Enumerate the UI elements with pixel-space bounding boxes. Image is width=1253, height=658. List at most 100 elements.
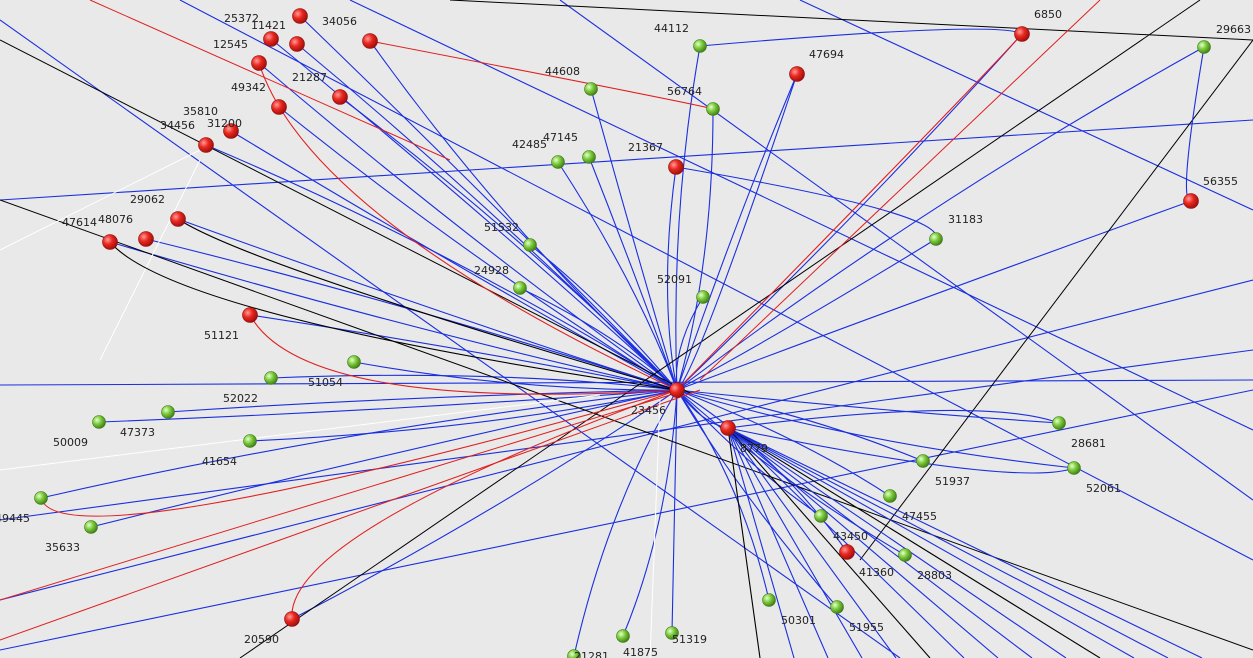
graph-node-49342[interactable]	[271, 99, 287, 115]
graph-node-35633[interactable]	[84, 520, 98, 534]
graph-node-21367[interactable]	[668, 159, 684, 175]
graph-node-42485[interactable]	[551, 155, 565, 169]
edge-23456-52022	[270, 374, 678, 391]
edge-23456-52091	[675, 296, 704, 391]
graph-node-52091[interactable]	[696, 290, 710, 304]
graph-node-51955[interactable]	[830, 600, 844, 614]
edge-8779-fan	[727, 427, 1067, 658]
graph-node-47694[interactable]	[789, 66, 805, 82]
graph-node-41654[interactable]	[243, 434, 257, 448]
node-label-51121: 51121	[204, 329, 239, 342]
graph-node-25372[interactable]	[292, 8, 308, 24]
graph-node-51319[interactable]	[665, 626, 679, 640]
node-label-25372: 25372	[224, 12, 259, 25]
background-edge	[89, 0, 451, 161]
background-edge	[0, 394, 601, 471]
graph-node-8779[interactable]	[720, 420, 736, 436]
edge-23456-6850	[676, 33, 1023, 391]
node-label-8779: 8779	[740, 442, 768, 455]
node-label-51532: 51532	[484, 221, 519, 234]
graph-node-31200[interactable]	[223, 123, 239, 139]
edge-23456-47694	[676, 73, 798, 391]
graph-node-28803[interactable]	[898, 548, 912, 562]
edge-8779-fan	[727, 427, 761, 658]
node-label-49342: 49342	[231, 81, 266, 94]
edge-23456-42485	[557, 161, 678, 391]
graph-node-20590[interactable]	[284, 611, 300, 627]
graph-node-23456[interactable]	[669, 382, 685, 398]
background-edge	[349, 0, 1253, 431]
graph-node-41875[interactable]	[616, 629, 630, 643]
graph-node-24928[interactable]	[513, 281, 527, 295]
graph-node-29062[interactable]	[170, 211, 186, 227]
edge-23456-31200	[230, 130, 678, 391]
edge-23456-31183	[676, 238, 937, 391]
edge-21367-31183	[675, 166, 937, 240]
graph-node-31183[interactable]	[929, 232, 943, 246]
graph-node-51121[interactable]	[242, 307, 258, 323]
edge-8779-fan	[727, 427, 1135, 658]
graph-node-49445[interactable]	[34, 491, 48, 505]
graph-node-47373[interactable]	[161, 405, 175, 419]
graph-node-11421[interactable]	[263, 31, 279, 47]
graph-node-41360[interactable]	[814, 509, 828, 523]
graph-node-34456[interactable]	[198, 137, 214, 153]
graph-node-51532[interactable]	[523, 238, 537, 252]
edge-23456-49342	[278, 106, 678, 391]
graph-node-44112[interactable]	[693, 39, 707, 53]
edge-23456-6850	[676, 33, 1023, 391]
node-label-12545: 12545	[213, 38, 248, 51]
node-label-43450: 43450	[833, 530, 868, 543]
edge-23456-25372	[299, 15, 678, 391]
node-label-35810: 35810	[183, 105, 218, 118]
graph-node-51054[interactable]	[347, 355, 361, 369]
graph-node-21281[interactable]	[567, 649, 581, 658]
node-label-44112: 44112	[654, 22, 689, 35]
graph-node-21287[interactable]	[332, 89, 348, 105]
graph-node-56355[interactable]	[1183, 193, 1199, 209]
edge-23456-43450	[676, 389, 848, 553]
graph-node-47614[interactable]	[102, 234, 118, 250]
graph-node-52061[interactable]	[1067, 461, 1081, 475]
node-label-29663: 29663	[1216, 23, 1251, 36]
node-label-47694: 47694	[809, 48, 844, 61]
graph-node-44608[interactable]	[584, 82, 598, 96]
node-label-52091: 52091	[657, 273, 692, 286]
graph-node-12545[interactable]	[289, 36, 305, 52]
node-label-31200: 31200	[207, 117, 242, 130]
graph-node-47145[interactable]	[582, 150, 596, 164]
graph-node-35810[interactable]	[251, 55, 267, 71]
graph-node-6850[interactable]	[1014, 26, 1030, 42]
graph-node-47455[interactable]	[883, 489, 897, 503]
graph-node-50009[interactable]	[92, 415, 106, 429]
edge-8779-fan	[727, 427, 1203, 658]
graph-node-48076[interactable]	[138, 231, 154, 247]
edge-34056-56764	[369, 40, 714, 110]
edge-23456-56764	[676, 108, 714, 391]
node-label-51319: 51319	[672, 633, 707, 646]
graph-node-43450[interactable]	[839, 544, 855, 560]
graph-node-51937[interactable]	[916, 454, 930, 468]
node-label-51054: 51054	[308, 376, 343, 389]
graph-node-56764[interactable]	[706, 102, 720, 116]
edge-23456-41875	[622, 389, 678, 637]
node-layer	[34, 8, 1211, 658]
background-edge	[0, 389, 1253, 651]
node-label-41654: 41654	[202, 455, 237, 468]
graph-node-52022[interactable]	[264, 371, 278, 385]
node-label-47145: 47145	[543, 131, 578, 144]
node-label-34056: 34056	[322, 15, 357, 28]
edge-8779-28681	[727, 409, 1060, 429]
node-label-6850: 6850	[1034, 8, 1062, 21]
edge-8779-fan	[727, 427, 931, 658]
graph-node-50301[interactable]	[762, 593, 776, 607]
graph-node-28681[interactable]	[1052, 416, 1066, 430]
node-label-48076: 48076	[98, 213, 133, 226]
node-label-56355: 56355	[1203, 175, 1238, 188]
graph-node-34056[interactable]	[362, 33, 378, 49]
node-label-51955: 51955	[849, 621, 884, 634]
graph-node-29663[interactable]	[1197, 40, 1211, 54]
